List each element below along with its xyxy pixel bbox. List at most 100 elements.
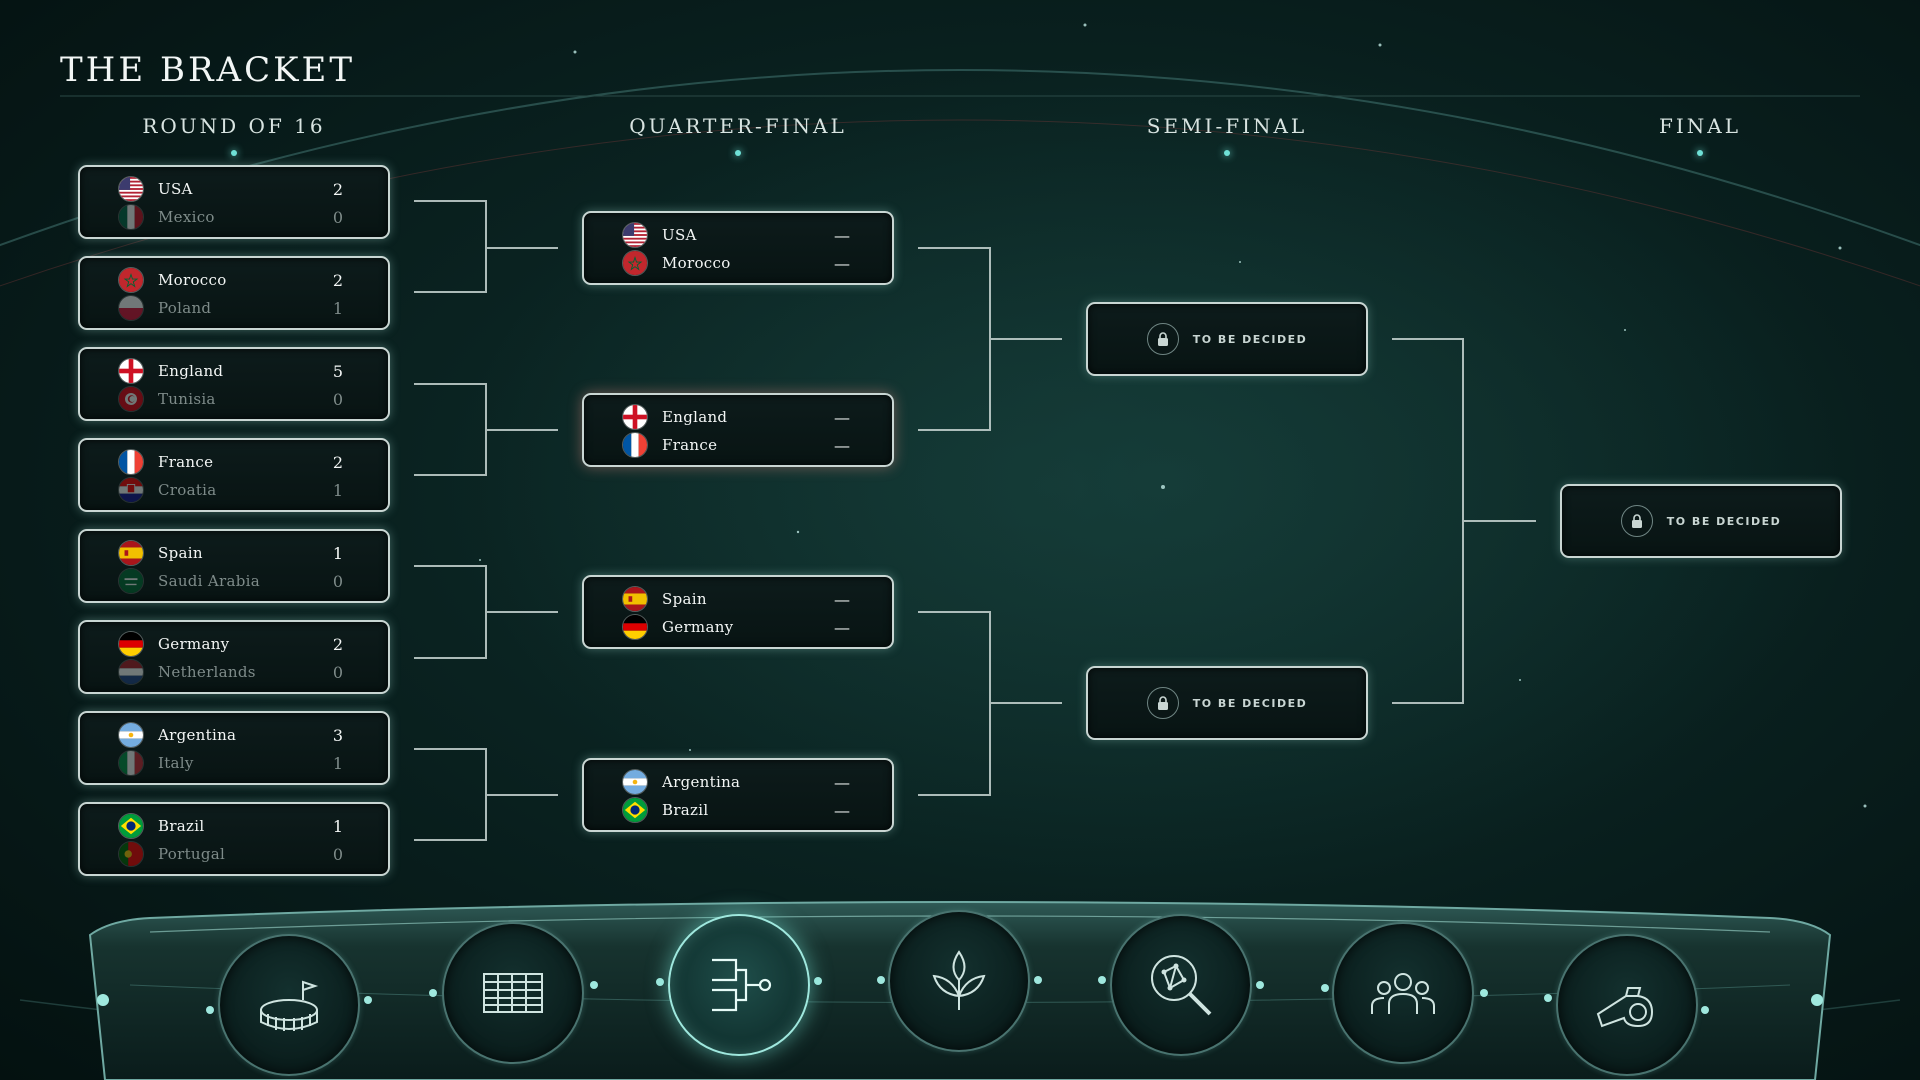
tbd-label: TO BE DECIDED [1666,514,1782,528]
team-name: France [662,436,718,454]
team-score: — [834,253,850,273]
team-row: USA — [622,222,852,248]
team-score: 1 [332,480,344,500]
brazil-flag-icon [622,797,648,823]
team-row-winner: Brazil 1 [118,813,348,839]
r16-match-card[interactable]: Morocco 2 Poland 1 [78,256,390,330]
argentina-flag-icon [622,769,648,795]
portugal-flag-icon [118,841,144,867]
r16-match-card[interactable]: France 2 Croatia 1 [78,438,390,512]
nav-table-button[interactable] [442,922,584,1064]
team-row-winner: Spain 1 [118,540,348,566]
italy-flag-icon [118,750,144,776]
brazil-flag-icon [118,813,144,839]
team-score: — [834,407,850,427]
team-row-loser: Poland 1 [118,295,348,321]
team-name: Netherlands [158,663,256,681]
header-dot [1224,150,1230,156]
team-row-loser: Mexico 0 [118,204,348,230]
england-flag-icon [118,358,144,384]
lock-icon [1146,323,1179,355]
r16-match-card[interactable]: USA 2 Mexico 0 [78,165,390,239]
team-row-winner: Argentina 3 [118,722,348,748]
netherlands-flag-icon [118,659,144,685]
team-score: 5 [332,361,344,381]
r16-match-card[interactable]: England 5 Tunisia 0 [78,347,390,421]
qf-match-card[interactable]: Argentina — Brazil — [582,758,894,832]
column-header-label: QUARTER-FINAL [629,114,847,138]
team-score: — [834,617,850,637]
team-name: USA [662,226,697,244]
team-name: USA [158,180,193,198]
column-header-quarter-final: QUARTER-FINAL [578,114,898,156]
tbd-label: TO BE DECIDED [1192,332,1308,346]
tunisia-flag-icon [118,386,144,412]
morocco-flag-icon [118,267,144,293]
team-row: England — [622,404,852,430]
page-title: THE BRACKET [60,50,356,90]
team-name: Italy [158,754,194,772]
team-row-loser: Netherlands 0 [118,659,348,685]
team-row-winner: England 5 [118,358,348,384]
team-name: Morocco [158,271,227,289]
france-flag-icon [622,432,648,458]
qf-match-card[interactable]: England — France — [582,393,894,467]
team-score: 1 [332,816,344,836]
usa-flag-icon [118,176,144,202]
team-score: — [834,225,850,245]
team-score: 0 [332,844,344,864]
spain-flag-icon [622,586,648,612]
sf-match-card[interactable]: TO BE DECIDED [1086,302,1368,376]
team-row-winner: Morocco 2 [118,267,348,293]
team-name: Germany [158,635,230,653]
column-header-final: FINAL [1540,114,1860,156]
lock-icon [1620,505,1653,537]
stadium-icon [260,980,319,1031]
nav-referee-button[interactable] [1556,934,1698,1076]
nav-scouting-button[interactable] [1110,914,1252,1056]
team-score: — [834,435,850,455]
r16-match-card[interactable]: Germany 2 Netherlands 0 [78,620,390,694]
nav-growth-button[interactable] [888,910,1030,1052]
team-score: 2 [332,634,344,654]
sf-match-card[interactable]: TO BE DECIDED [1086,666,1368,740]
nav-stadium-button[interactable] [218,934,360,1076]
team-row-loser: Saudi Arabia 0 [118,568,348,594]
team-row-loser: Croatia 1 [118,477,348,503]
team-score: 2 [332,179,344,199]
spain-flag-icon [118,540,144,566]
team-name: Argentina [662,773,741,791]
team-row: Spain — [622,586,852,612]
table-grid-icon [483,973,543,1013]
column-header-round-of-16: ROUND OF 16 [74,114,394,156]
team-name: Brazil [662,801,709,819]
tbd-label: TO BE DECIDED [1192,696,1308,710]
team-score: 2 [332,452,344,472]
nav-squad-button[interactable] [1332,922,1474,1064]
r16-match-card[interactable]: Argentina 3 Italy 1 [78,711,390,785]
team-row: France — [622,432,852,458]
qf-match-card[interactable]: USA — Morocco — [582,211,894,285]
r16-match-card[interactable]: Brazil 1 Portugal 0 [78,802,390,876]
poland-flag-icon [118,295,144,321]
nav-bracket-button[interactable] [668,914,810,1056]
team-score: 1 [332,753,344,773]
team-row: Morocco — [622,250,852,276]
team-row-winner: Germany 2 [118,631,348,657]
team-score: — [834,800,850,820]
final-match-card[interactable]: TO BE DECIDED [1560,484,1842,558]
team-name: Argentina [158,726,237,744]
lock-icon [1146,687,1179,719]
qf-match-card[interactable]: Spain — Germany — [582,575,894,649]
team-name: Mexico [158,208,215,226]
team-name: France [158,453,214,471]
team-row-loser: Tunisia 0 [118,386,348,412]
magnifier-network-icon [1151,955,1212,1016]
r16-match-card[interactable]: Spain 1 Saudi Arabia 0 [78,529,390,603]
saudi-arabia-flag-icon [118,568,144,594]
argentina-flag-icon [118,722,144,748]
morocco-flag-icon [622,250,648,276]
team-row-winner: USA 2 [118,176,348,202]
whistle-icon [1596,987,1654,1028]
